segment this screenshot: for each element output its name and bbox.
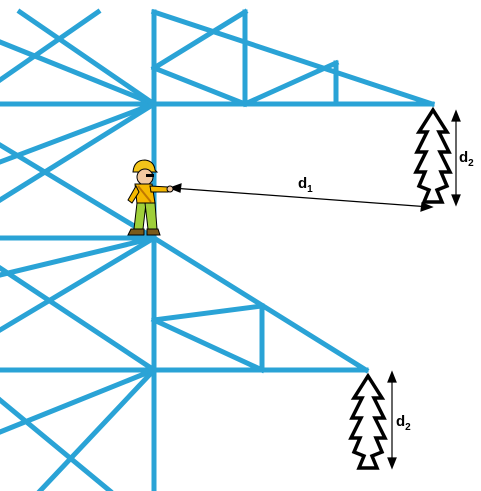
d1-label: d1 xyxy=(298,175,313,195)
d1-arrowhead-start xyxy=(168,183,182,193)
upper-crossarm-top-chord xyxy=(150,8,436,108)
worker-hand xyxy=(166,185,174,193)
dimension-d2-lower xyxy=(387,370,397,470)
worker-left-leg xyxy=(133,202,147,230)
lattice-diagonal xyxy=(0,8,102,84)
worker-back-arm xyxy=(127,184,140,204)
worker-left-boot xyxy=(127,228,145,236)
d2-lower-arrowhead-top xyxy=(387,370,397,383)
dimension-d1 xyxy=(168,183,434,212)
lattice-diagonal xyxy=(0,142,158,242)
worker-helmet xyxy=(132,159,159,173)
upper-crossarm-inner-chord xyxy=(150,8,249,72)
upper-crossarm-inner-chord xyxy=(150,64,249,108)
dimension-d2-upper xyxy=(451,109,461,207)
lattice-diagonal xyxy=(0,396,114,491)
insulator-string-icon xyxy=(413,106,453,204)
lattice-diagonal xyxy=(0,234,158,333)
lattice-diagonal xyxy=(0,39,158,108)
lattice-diagonal xyxy=(0,100,158,165)
worker-right-leg xyxy=(144,202,158,230)
tower-structure xyxy=(0,8,436,491)
lower-crossarm-inner-chord xyxy=(150,316,266,374)
d1-arrowhead-end xyxy=(420,202,434,212)
lattice-diagonal xyxy=(0,100,158,203)
worker-figure xyxy=(127,159,174,236)
lattice-diagonal xyxy=(0,265,158,374)
d2-lower-label: d2 xyxy=(396,413,411,433)
upper-crossarm-diagonal xyxy=(241,59,340,108)
lattice-diagonal xyxy=(0,366,158,435)
lower-insulator-string xyxy=(348,372,388,470)
d2-upper-arrowhead-bottom xyxy=(451,194,461,207)
d2-upper-label: d2 xyxy=(459,149,474,169)
lattice-diagonal xyxy=(36,366,158,491)
lattice-diagonal xyxy=(0,234,158,278)
lower-crossarm-inner-chord xyxy=(151,303,265,323)
upper-insulator-string xyxy=(413,106,453,204)
d1-dimension-line xyxy=(171,187,431,208)
worker-glasses xyxy=(146,174,154,177)
worker-right-boot xyxy=(146,228,161,236)
worker-harness xyxy=(137,185,152,203)
d2-upper-arrowhead-top xyxy=(451,109,461,122)
d2-lower-arrowhead-bottom xyxy=(387,457,397,470)
worker-arm xyxy=(149,185,169,193)
lattice-diagonal xyxy=(16,8,158,108)
insulator-string-icon xyxy=(348,372,388,470)
